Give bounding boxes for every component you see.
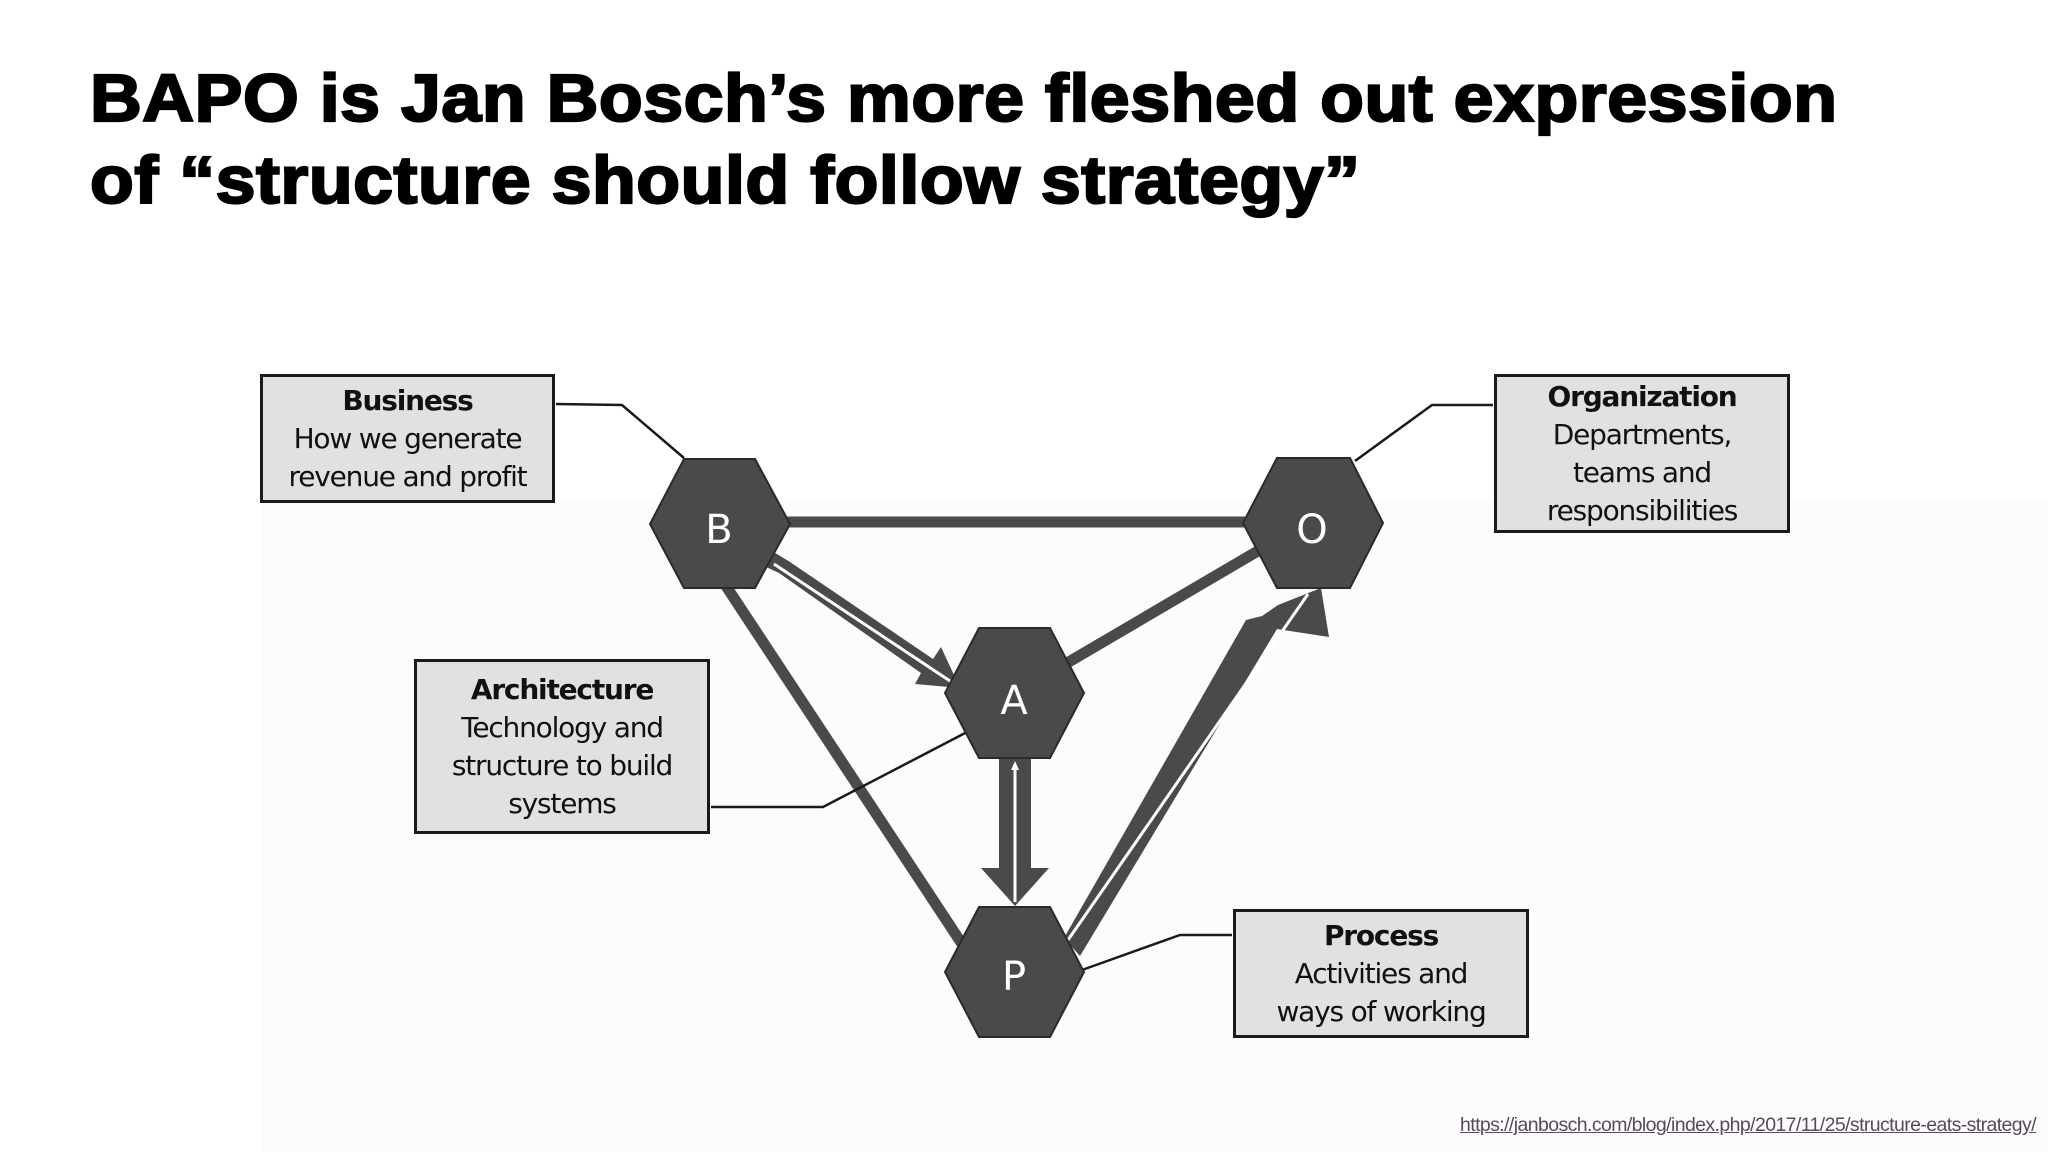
architecture-line-1: Technology and <box>461 710 664 744</box>
business-line-2: revenue and profit <box>288 459 528 493</box>
hexagon-node-p: P <box>943 906 1086 1038</box>
organization-line-3: responsibilities <box>1546 493 1738 527</box>
hexagon-p-letter: P <box>1002 954 1026 1000</box>
organization-line-1: Departments, <box>1552 417 1733 451</box>
slide-title: BAPO is Jan Bosch’s more fleshed out exp… <box>89 58 2048 222</box>
architecture-line-3: systems <box>508 786 617 820</box>
architecture-title: Architecture <box>470 672 655 706</box>
hexagon-b-letter: B <box>705 507 732 553</box>
process-box: Process Activities and ways of working <box>1233 909 1529 1038</box>
architecture-line-2: structure to build <box>451 748 673 782</box>
slide-title-line-2: of “structure should follow strategy” <box>89 142 1361 219</box>
process-line-2: ways of working <box>1276 994 1486 1028</box>
callout-line-process <box>1081 933 1232 972</box>
source-link[interactable]: https://janbosch.com/blog/index.php/2017… <box>1460 1114 2037 1136</box>
organization-box: Organization Departments, teams and resp… <box>1494 374 1790 533</box>
process-title: Process <box>1323 918 1439 952</box>
arrow-p-to-o <box>1064 588 1329 956</box>
organization-title: Organization <box>1547 379 1737 413</box>
callout-line-business <box>555 402 685 459</box>
callout-line-organization <box>1354 403 1493 463</box>
hexagon-node-b: B <box>648 458 792 589</box>
hexagon-p-shape <box>943 906 1086 1038</box>
hexagon-b-shape <box>648 458 792 589</box>
edge-b-p <box>719 579 971 954</box>
edge-a-o <box>1064 543 1266 668</box>
callout-lines <box>555 402 1493 972</box>
arrow-b-to-a <box>764 551 960 688</box>
architecture-box: Architecture Technology and structure to… <box>414 659 710 834</box>
edges <box>719 516 1266 954</box>
hexagon-o-letter: O <box>1296 507 1327 553</box>
arrow-a-to-p <box>981 758 1049 906</box>
hexagon-a-shape <box>943 627 1086 759</box>
slide-title-line-1: BAPO is Jan Bosch’s more fleshed out exp… <box>89 60 1838 137</box>
hexagon-a-letter: A <box>1000 678 1028 724</box>
business-box: Business How we generate revenue and pro… <box>260 374 555 503</box>
hexagon-node-o: O <box>1241 457 1385 589</box>
organization-line-2: teams and <box>1572 455 1712 489</box>
process-line-1: Activities and <box>1294 956 1469 990</box>
hexagon-node-a: A <box>943 627 1086 759</box>
hexagon-o-shape <box>1241 457 1385 589</box>
business-line-1: How we generate <box>293 421 523 455</box>
callout-line-architecture <box>711 729 970 809</box>
business-title: Business <box>342 383 473 417</box>
